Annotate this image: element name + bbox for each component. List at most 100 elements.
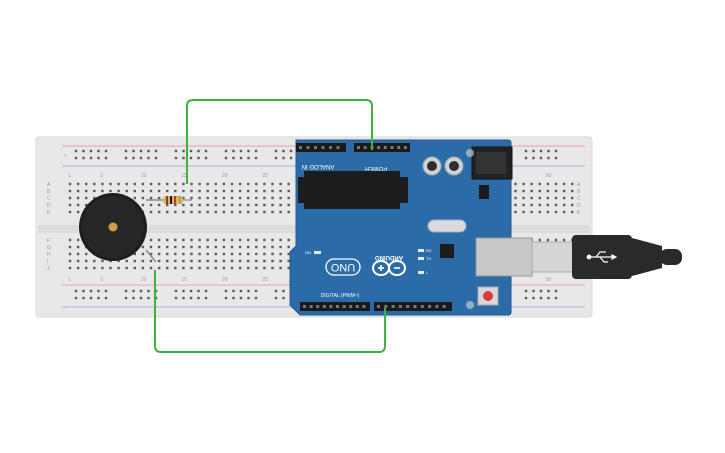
breadboard-hole[interactable]: [101, 182, 104, 186]
breadboard-hole[interactable]: [274, 149, 278, 153]
breadboard-hole[interactable]: [68, 238, 72, 242]
breadboard-hole[interactable]: [133, 196, 136, 200]
breadboard-hole[interactable]: [214, 238, 217, 242]
breadboard-hole[interactable]: [230, 259, 234, 263]
breadboard-hole[interactable]: [97, 156, 100, 160]
resistor[interactable]: [158, 196, 192, 204]
breadboard-hole[interactable]: [562, 210, 566, 214]
header-pin[interactable]: [377, 305, 380, 308]
breadboard-hole[interactable]: [224, 149, 228, 153]
breadboard-hole[interactable]: [530, 182, 533, 186]
breadboard-hole[interactable]: [189, 289, 193, 293]
breadboard-hole[interactable]: [224, 289, 228, 293]
breadboard-hole[interactable]: [198, 266, 201, 270]
breadboard-hole[interactable]: [189, 149, 193, 153]
breadboard-hole[interactable]: [263, 196, 266, 200]
breadboard-hole[interactable]: [255, 196, 258, 200]
breadboard-hole[interactable]: [206, 259, 209, 263]
breadboard-hole[interactable]: [149, 189, 153, 193]
breadboard-hole[interactable]: [157, 203, 161, 207]
breadboard-hole[interactable]: [232, 156, 235, 160]
breadboard-hole[interactable]: [76, 189, 80, 193]
breadboard-hole[interactable]: [124, 296, 128, 300]
breadboard-hole[interactable]: [263, 203, 266, 207]
breadboard-hole[interactable]: [514, 182, 517, 186]
breadboard-hole[interactable]: [82, 296, 85, 300]
breadboard-hole[interactable]: [133, 182, 136, 186]
breadboard-hole[interactable]: [76, 182, 80, 186]
breadboard-hole[interactable]: [271, 238, 274, 242]
breadboard-hole[interactable]: [230, 252, 234, 256]
breadboard-hole[interactable]: [89, 156, 93, 160]
breadboard-hole[interactable]: [133, 266, 136, 270]
breadboard-hole[interactable]: [538, 203, 541, 207]
header-pin[interactable]: [403, 146, 407, 149]
header-pin[interactable]: [306, 146, 310, 149]
breadboard-hole[interactable]: [247, 289, 250, 293]
breadboard-hole[interactable]: [287, 245, 290, 249]
breadboard-hole[interactable]: [522, 203, 525, 207]
breadboard-hole[interactable]: [222, 196, 226, 200]
breadboard-hole[interactable]: [68, 252, 72, 256]
breadboard-hole[interactable]: [539, 149, 543, 153]
breadboard-hole[interactable]: [514, 210, 517, 214]
arduino-uno-board[interactable]: ANALOG IN POWER DIGITAL (PWM~) ON RX TX …: [289, 139, 513, 316]
breadboard-hole[interactable]: [82, 149, 85, 153]
breadboard-hole[interactable]: [85, 189, 88, 193]
breadboard-hole[interactable]: [85, 196, 88, 200]
breadboard-hole[interactable]: [182, 245, 185, 249]
header-pin[interactable]: [420, 305, 424, 308]
breadboard-hole[interactable]: [274, 296, 278, 300]
breadboard-hole[interactable]: [182, 259, 185, 263]
header-pin[interactable]: [309, 305, 313, 308]
breadboard-hole[interactable]: [104, 289, 108, 293]
breadboard-hole[interactable]: [157, 259, 161, 263]
breadboard-hole[interactable]: [222, 203, 226, 207]
breadboard-hole[interactable]: [247, 245, 250, 249]
header-pin[interactable]: [355, 305, 359, 308]
breadboard-hole[interactable]: [124, 149, 128, 153]
breadboard-hole[interactable]: [85, 259, 88, 263]
breadboard-hole[interactable]: [141, 252, 145, 256]
breadboard-hole[interactable]: [125, 259, 128, 263]
analog-power-header[interactable]: [296, 143, 346, 152]
breadboard-hole[interactable]: [85, 266, 88, 270]
header-pin[interactable]: [362, 305, 366, 308]
breadboard-hole[interactable]: [562, 196, 566, 200]
breadboard-hole[interactable]: [239, 156, 243, 160]
breadboard-hole[interactable]: [546, 203, 550, 207]
breadboard-hole[interactable]: [547, 296, 550, 300]
breadboard-hole[interactable]: [68, 245, 72, 249]
breadboard-hole[interactable]: [206, 196, 209, 200]
breadboard-hole[interactable]: [279, 238, 282, 242]
breadboard-hole[interactable]: [174, 245, 177, 249]
breadboard-hole[interactable]: [206, 252, 209, 256]
breadboard-hole[interactable]: [132, 289, 135, 293]
breadboard-hole[interactable]: [157, 210, 161, 214]
breadboard-hole[interactable]: [255, 238, 258, 242]
breadboard-hole[interactable]: [109, 259, 112, 263]
breadboard-hole[interactable]: [182, 296, 185, 300]
breadboard-hole[interactable]: [554, 182, 558, 186]
breadboard-hole[interactable]: [287, 252, 290, 256]
breadboard-hole[interactable]: [554, 296, 558, 300]
breadboard-hole[interactable]: [214, 245, 217, 249]
breadboard-hole[interactable]: [238, 266, 242, 270]
breadboard-hole[interactable]: [263, 245, 266, 249]
breadboard-hole[interactable]: [239, 149, 243, 153]
breadboard-hole[interactable]: [190, 245, 193, 249]
breadboard-hole[interactable]: [189, 296, 193, 300]
breadboard-hole[interactable]: [82, 289, 85, 293]
breadboard-hole[interactable]: [539, 296, 543, 300]
breadboard-hole[interactable]: [204, 156, 208, 160]
breadboard-hole[interactable]: [554, 196, 558, 200]
header-pin[interactable]: [398, 305, 402, 308]
breadboard-hole[interactable]: [141, 196, 145, 200]
breadboard-hole[interactable]: [206, 245, 209, 249]
breadboard-hole[interactable]: [76, 266, 80, 270]
breadboard-hole[interactable]: [206, 238, 209, 242]
breadboard-hole[interactable]: [147, 296, 150, 300]
breadboard-hole[interactable]: [255, 189, 258, 193]
breadboard-hole[interactable]: [197, 289, 200, 293]
breadboard-hole[interactable]: [263, 210, 266, 214]
